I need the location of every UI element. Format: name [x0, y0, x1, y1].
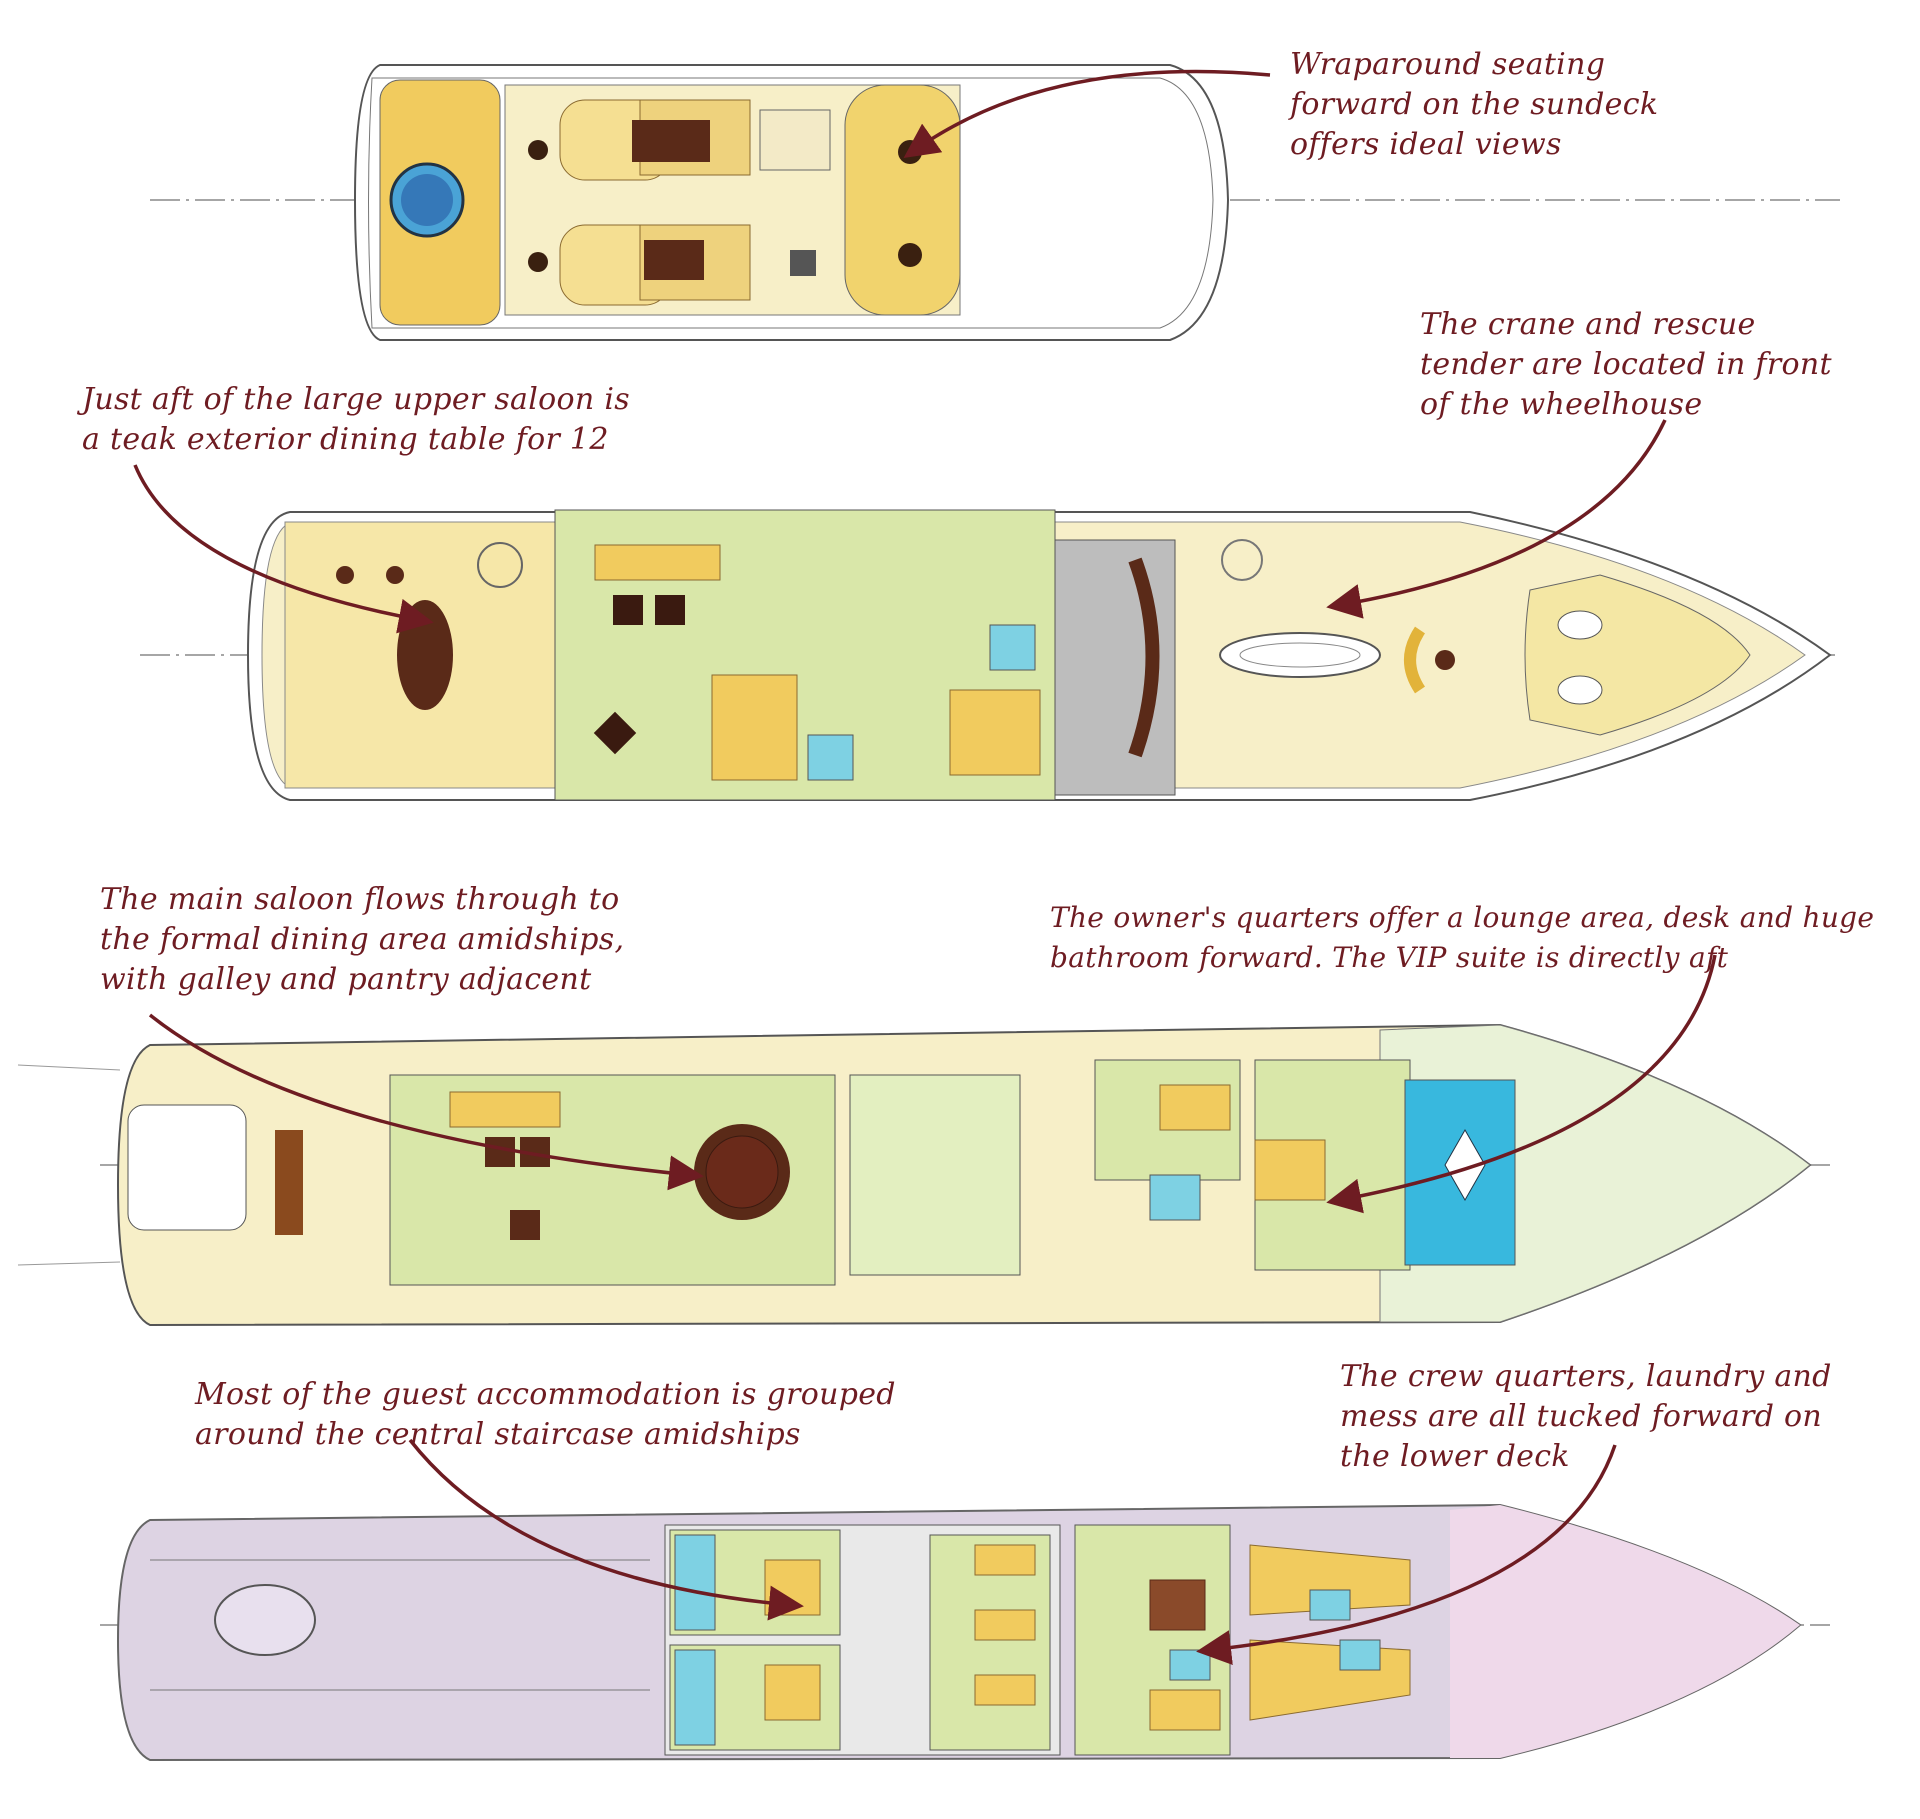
lower-deck-plan [100, 1503, 1830, 1762]
arrow-guest [408, 1438, 804, 1621]
annotation-crew-quarters: The crew quarters, laundry and mess are … [1340, 1359, 1832, 1474]
annotation-sundeck-seating: Wraparound seating forward on the sundec… [1290, 47, 1659, 162]
arrow-main-saloon [148, 1013, 704, 1191]
upper-deck-plan [140, 509, 1840, 801]
main-deck-plan [17, 1023, 1830, 1327]
annotation-upper-deck-dining: Just aft of the large upper saloon is a … [82, 382, 630, 457]
arrow-sundeck [903, 69, 1271, 159]
annotation-guest-accommodation: Most of the guest accommodation is group… [195, 1377, 896, 1452]
annotation-owners-quarters: The owner's quarters offer a lounge area… [1050, 901, 1875, 974]
arrow-crane [1326, 419, 1667, 619]
annotation-arrows [133, 69, 1717, 1665]
arrow-owners [1326, 954, 1717, 1214]
arrow-crew [1196, 1444, 1617, 1665]
sundeck-plan [150, 64, 1840, 341]
annotation-crane-tender: The crane and rescue tender are located … [1420, 307, 1832, 422]
annotation-main-saloon: The main saloon flows through to the for… [100, 882, 625, 997]
arrow-upper-dining [133, 464, 434, 634]
